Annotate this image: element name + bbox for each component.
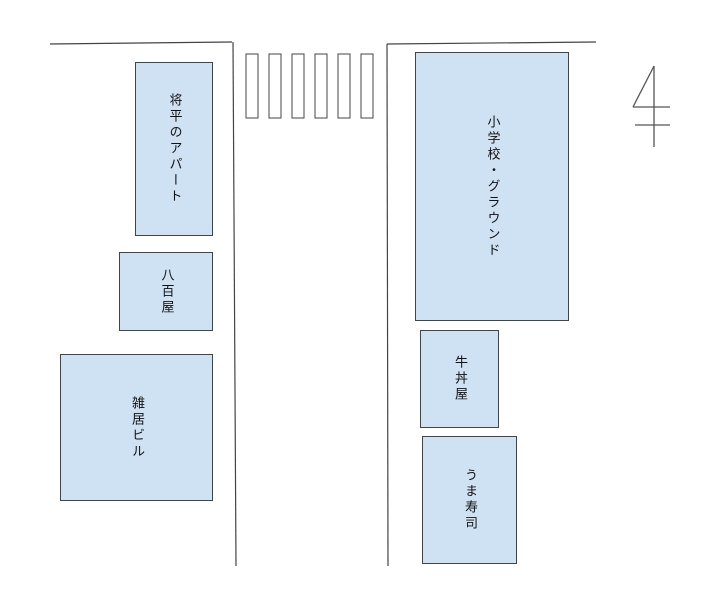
building-label: 牛丼屋 (452, 355, 467, 403)
crosswalk (245, 53, 374, 119)
building-label: うま寿司 (462, 468, 477, 532)
road-edge-top-right (386, 41, 597, 45)
building-label: 雑居ビル (129, 395, 144, 460)
building-school: 小学校・グラウンド (415, 52, 569, 321)
road-edge-right (386, 43, 389, 567)
north-arrow-icon (632, 65, 670, 147)
building-gyudon: 牛丼屋 (420, 330, 499, 428)
road-edge-left (232, 41, 237, 567)
building-apartment: 将平のアパート (135, 62, 213, 236)
building-mixed-use: 雑居ビル (60, 354, 213, 501)
road-edge-top-left (49, 41, 233, 45)
building-label: 八百屋 (158, 267, 174, 316)
building-greengrocer: 八百屋 (119, 252, 213, 331)
building-label: 小学校・グラウンド (484, 114, 500, 259)
building-sushi: うま寿司 (422, 436, 517, 564)
building-label: 将平のアパート (166, 93, 182, 205)
